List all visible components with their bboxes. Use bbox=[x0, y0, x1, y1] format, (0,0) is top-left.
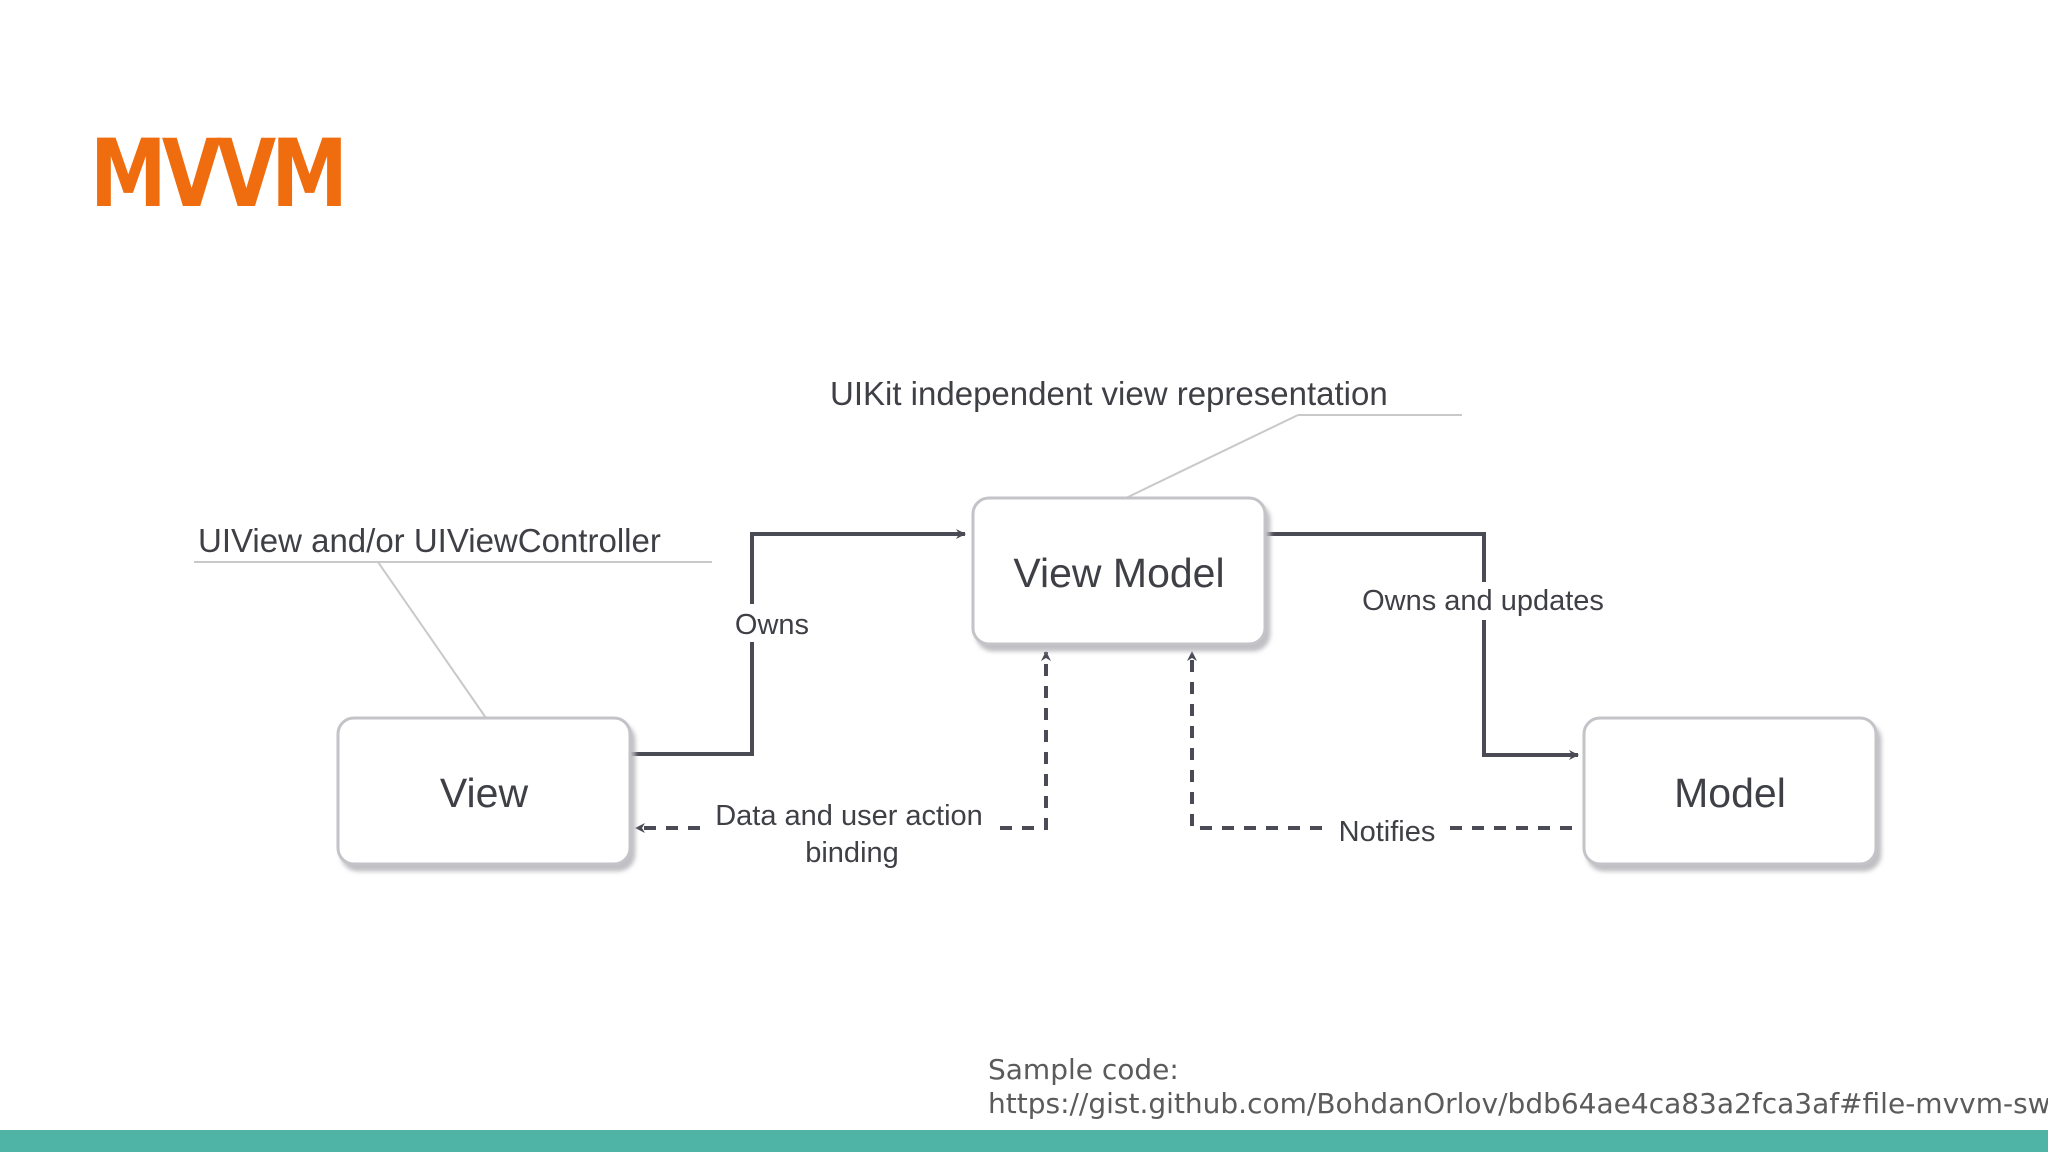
view-note-leader bbox=[377, 561, 487, 719]
model-node-label: Model bbox=[1674, 770, 1786, 816]
binding-label-line1: Data and user action bbox=[715, 800, 983, 832]
view-node-label: View bbox=[440, 770, 529, 816]
sample-code-label: Sample code: bbox=[988, 1053, 1179, 1086]
owns-and-updates-label: Owns and updates bbox=[1362, 585, 1604, 617]
owns-connector bbox=[630, 529, 966, 756]
slide-title: MVVM bbox=[90, 120, 348, 229]
view-note-label: UIView and/or UIViewController bbox=[198, 522, 661, 559]
view-model-node: View Model bbox=[971, 496, 1267, 646]
model-node: Model bbox=[1582, 716, 1878, 866]
binding-label-line2: binding bbox=[805, 837, 899, 869]
owns-and-updates-connector bbox=[1266, 532, 1579, 760]
notifies-connector-left bbox=[1187, 651, 1322, 830]
view-model-note-label: UIKit independent view representation bbox=[830, 375, 1388, 412]
view-node: View bbox=[336, 716, 632, 866]
view-model-node-label: View Model bbox=[1013, 550, 1224, 596]
owns-label: Owns bbox=[735, 609, 809, 641]
view-model-note-leader bbox=[1125, 414, 1299, 499]
sample-code-note: Sample code: https://gist.github.com/Boh… bbox=[988, 1053, 2048, 1121]
notifies-label: Notifies bbox=[1339, 816, 1436, 848]
binding-connector-to-view-model bbox=[1000, 651, 1051, 830]
bottom-accent-bar bbox=[0, 1130, 2048, 1152]
sample-code-url[interactable]: https://gist.github.com/BohdanOrlov/bdb6… bbox=[988, 1087, 2048, 1120]
